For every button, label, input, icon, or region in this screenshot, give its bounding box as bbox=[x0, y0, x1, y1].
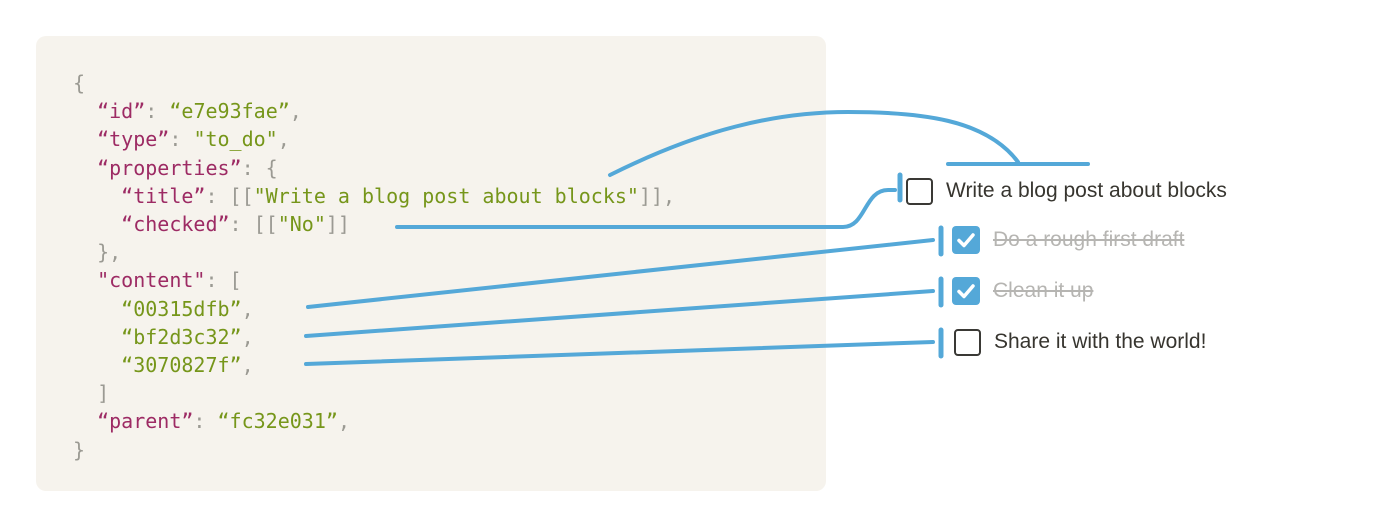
code-line: ] bbox=[73, 381, 110, 406]
todo-item: Share it with the world! bbox=[954, 326, 1206, 358]
code-line: “3070827f”, bbox=[121, 353, 254, 378]
todo-label: Write a blog post about blocks bbox=[946, 179, 1227, 202]
code-line: } bbox=[73, 437, 86, 462]
code-line: “title”: [["Write a blog post about bloc… bbox=[121, 183, 676, 208]
code-line: “type”: "to_do", bbox=[97, 127, 290, 152]
code-line: “parent”: “fc32e031”, bbox=[97, 409, 350, 434]
code-line: }, bbox=[73, 240, 122, 265]
checkmark-icon bbox=[957, 284, 975, 299]
todo-label: Clean it up bbox=[993, 279, 1094, 302]
todo-item: Do a rough first draft bbox=[952, 224, 1184, 256]
json-code: { “id”: “e7e93fae”, “type”: "to_do", “pr… bbox=[73, 69, 675, 464]
code-line: "content": [ bbox=[97, 268, 242, 293]
code-line: “checked”: [["No"]] bbox=[121, 212, 350, 237]
json-code-panel: { “id”: “e7e93fae”, “type”: "to_do", “pr… bbox=[36, 36, 826, 491]
todo-label: Do a rough first draft bbox=[993, 228, 1185, 251]
code-line: “00315dfb”, bbox=[121, 296, 254, 321]
code-line: { bbox=[73, 71, 86, 95]
code-line: “properties”: { bbox=[97, 155, 278, 180]
checkmark-icon bbox=[957, 233, 975, 248]
todo-checkbox-checked[interactable] bbox=[952, 277, 980, 305]
code-line: “bf2d3c32”, bbox=[121, 324, 254, 349]
todo-checkbox-unchecked[interactable] bbox=[954, 328, 981, 356]
todo-checkbox-unchecked[interactable] bbox=[906, 177, 933, 205]
todo-label: Share it with the world! bbox=[994, 330, 1207, 353]
code-line: “id”: “e7e93fae”, bbox=[97, 99, 302, 124]
todo-item: Clean it up bbox=[952, 275, 1093, 307]
todo-item: Write a blog post about blocks bbox=[906, 175, 1227, 207]
todo-checkbox-checked[interactable] bbox=[952, 226, 980, 254]
